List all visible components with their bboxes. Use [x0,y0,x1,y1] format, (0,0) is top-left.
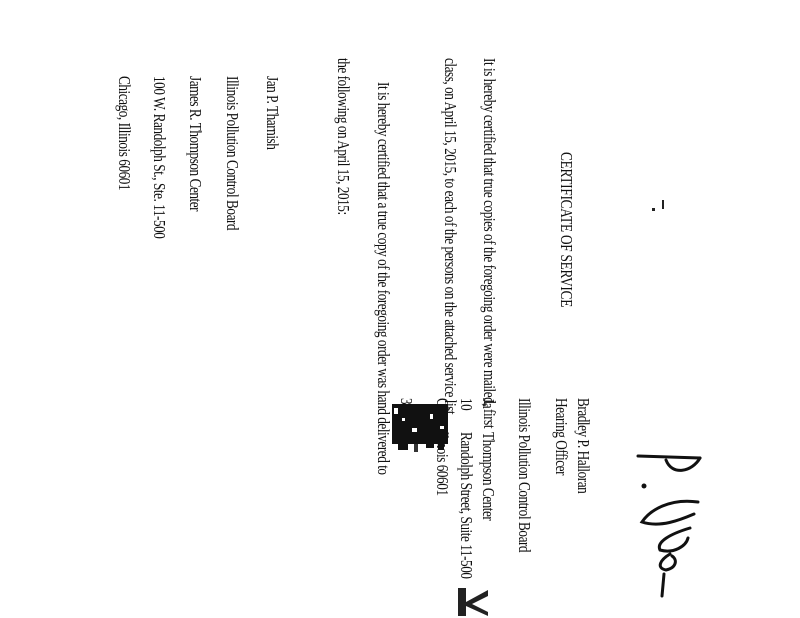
scan-speck-mark [652,208,655,211]
paragraph-2-line-2: the following on April 15, 2015: [334,58,353,215]
signer-street-prefix: 10 [457,398,476,411]
recipient-org: Illinois Pollution Control Board [223,76,242,231]
scan-speck-mark [662,200,664,209]
signer-building: Thompson Center [479,432,498,521]
recipient-name: Jan P. Tharnish [263,76,282,150]
certificate-title: CERTIFICATE OF SERVICE [557,152,576,308]
recipient-building: James R. Thompson Center [186,76,205,212]
handwritten-signature [636,454,702,598]
redaction-mark [392,404,448,452]
signer-org: Illinois Pollution Control Board [515,398,534,553]
paragraph-1-line-1: It is hereby certified that true copies … [480,58,499,429]
signer-building-prefix: Ja [479,398,498,409]
paragraph-1-line-2: class, on April 15, 2015, to each of the… [441,58,460,417]
signer-name: Bradley P. Halloran [574,398,593,494]
signer-street: Randolph Street, Suite 11-500 [457,432,476,579]
signer-title: Hearing Officer [552,398,571,476]
recipient-city: Chicago, Illinois 60601 [115,76,134,191]
stamp-mark [458,588,488,616]
paragraph-2-line-1: It is hereby certified that a true copy … [374,82,393,475]
recipient-street: 100 W. Randolph St., Ste. 11-500 [150,76,169,239]
